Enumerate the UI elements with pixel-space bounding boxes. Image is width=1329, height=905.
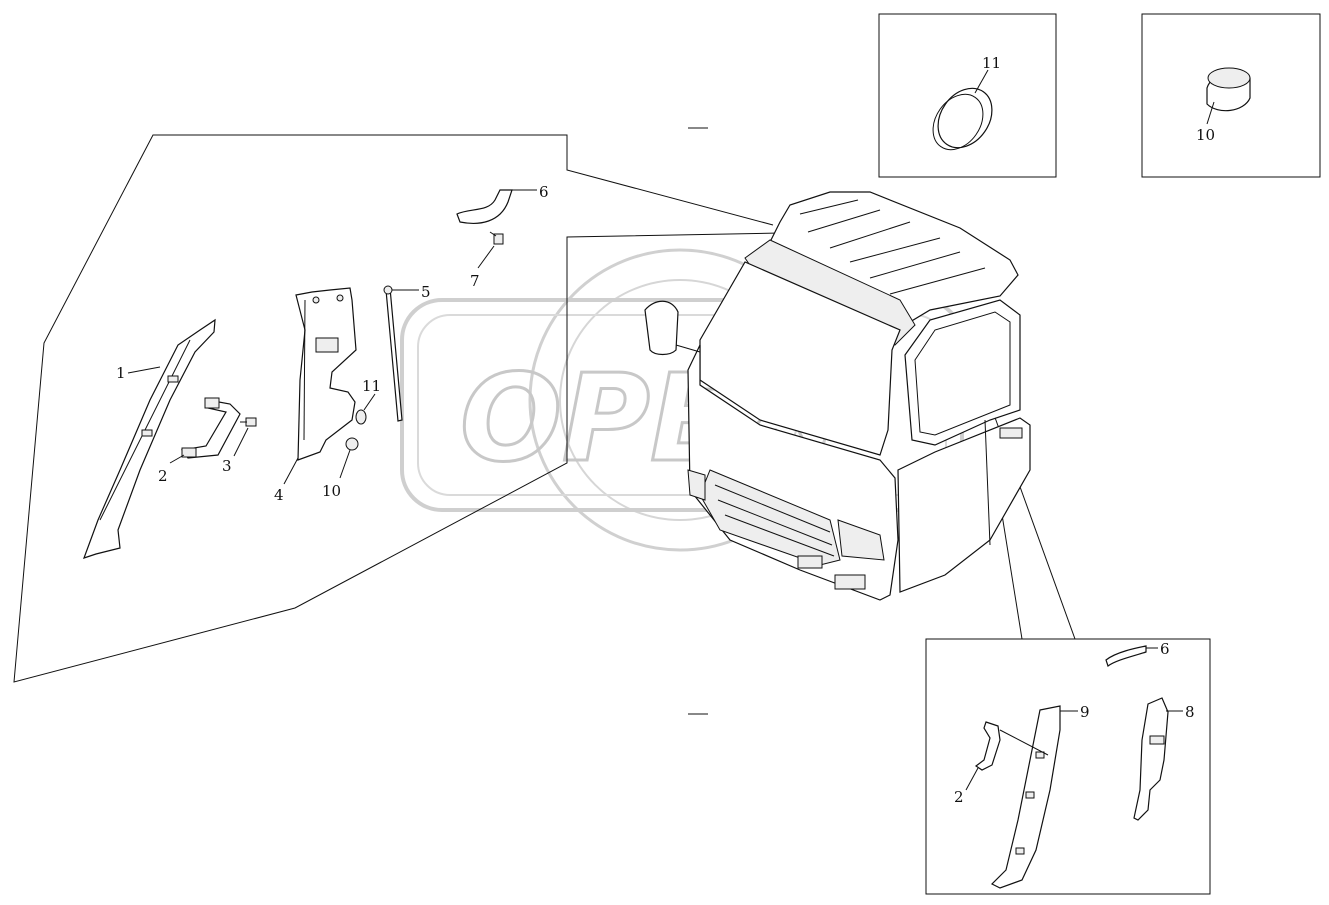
sub-b-pillar-part (1133, 697, 1169, 821)
inset-label-11: 11 (982, 54, 1001, 72)
main-callout-outline (13, 134, 781, 683)
a-pillar-trim-part (83, 318, 216, 559)
roof-handle-part (456, 189, 513, 224)
label-10: 10 (322, 482, 341, 500)
sub-label-6: 6 (1160, 640, 1170, 658)
small-plug-part (345, 437, 359, 451)
label-7: 7 (470, 272, 480, 290)
label-1: 1 (116, 364, 126, 382)
label-2: 2 (158, 467, 168, 485)
sub-grab-handle-part (974, 721, 1001, 771)
truck-cab (644, 191, 1031, 601)
plug-cylinder-part (1206, 67, 1251, 112)
b-pillar-trim-part (295, 287, 357, 461)
label-3: 3 (222, 457, 232, 475)
inset-label-10: 10 (1196, 126, 1215, 144)
label-6: 6 (539, 183, 549, 201)
cap-disk-part (932, 87, 993, 151)
small-disk-part (355, 409, 367, 425)
sub-a-pillar-part (990, 705, 1061, 889)
label-11: 11 (362, 377, 381, 395)
sub-label-2: 2 (954, 788, 964, 806)
inset-box-10 (1141, 13, 1321, 178)
sub-label-9: 9 (1080, 703, 1090, 721)
sub-detail-box (925, 638, 1211, 895)
screw-part (240, 417, 257, 427)
grab-handle-part (180, 397, 241, 459)
sub-label-8: 8 (1185, 703, 1195, 721)
label-5: 5 (421, 283, 431, 301)
inset-box-11 (878, 13, 1057, 178)
label-4: 4 (274, 486, 284, 504)
sub-handle-part (1105, 645, 1147, 667)
bolt-part (489, 231, 504, 245)
rod-part (383, 285, 403, 422)
